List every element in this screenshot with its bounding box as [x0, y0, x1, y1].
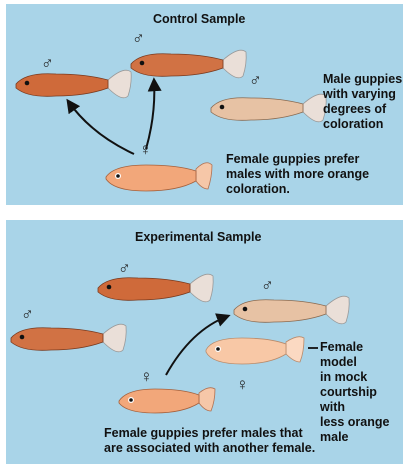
- caption-line: coloration.: [226, 182, 369, 197]
- male-symbol: ♂: [21, 306, 34, 323]
- caption-line: males with more orange: [226, 167, 369, 182]
- female-symbol: ♀: [139, 141, 152, 158]
- model-label-line: Female model: [320, 340, 403, 370]
- male-guppy-orange-2: [11, 324, 126, 352]
- experimental-sample-panel: Experimental Sample ♂ ♂ ♂ ♀ ♀ Female mod…: [6, 220, 403, 464]
- male-symbol: ♂: [118, 260, 131, 277]
- male-label-line: with varying: [323, 87, 402, 102]
- male-label-line: degrees of: [323, 102, 402, 117]
- caption-line: are associated with another female.: [104, 441, 315, 456]
- female-guppy: [106, 163, 212, 191]
- model-label-line: courtship with: [320, 385, 403, 415]
- female-model-label: Female model in mock courtship with less…: [320, 340, 403, 445]
- male-guppy-orange-2: [131, 50, 246, 78]
- male-guppy-orange-1: [16, 70, 131, 98]
- model-label-line: less orange: [320, 415, 403, 430]
- male-symbol: ♂: [132, 30, 145, 47]
- female-symbol: ♀: [140, 368, 153, 385]
- control-sample-panel: Control Sample ♂ ♂ ♂ ♀ Male guppies with…: [6, 4, 403, 205]
- male-symbol: ♂: [249, 72, 262, 89]
- caption-line: Female guppies prefer males that: [104, 426, 315, 441]
- experimental-female-caption: Female guppies prefer males that are ass…: [104, 426, 315, 456]
- control-title: Control Sample: [153, 12, 245, 27]
- male-symbol: ♂: [41, 55, 54, 72]
- male-label-line: coloration: [323, 117, 402, 132]
- preference-arrow-1: [68, 101, 134, 154]
- male-label-line: Male guppies: [323, 72, 402, 87]
- female-guppy: [119, 388, 215, 413]
- model-label-line: in mock: [320, 370, 403, 385]
- male-guppy-pale: [234, 296, 349, 324]
- preference-arrow-2: [146, 80, 154, 149]
- male-guppies-label: Male guppies with varying degrees of col…: [323, 72, 402, 132]
- model-label-line: male: [320, 430, 403, 445]
- experimental-title: Experimental Sample: [135, 230, 261, 245]
- male-guppy-pale: [211, 94, 326, 122]
- male-guppy-orange-1: [98, 274, 213, 302]
- male-symbol: ♂: [261, 277, 274, 294]
- female-symbol: ♀: [236, 376, 249, 393]
- control-female-caption: Female guppies prefer males with more or…: [226, 152, 369, 197]
- caption-line: Female guppies prefer: [226, 152, 369, 167]
- female-model: [206, 337, 304, 364]
